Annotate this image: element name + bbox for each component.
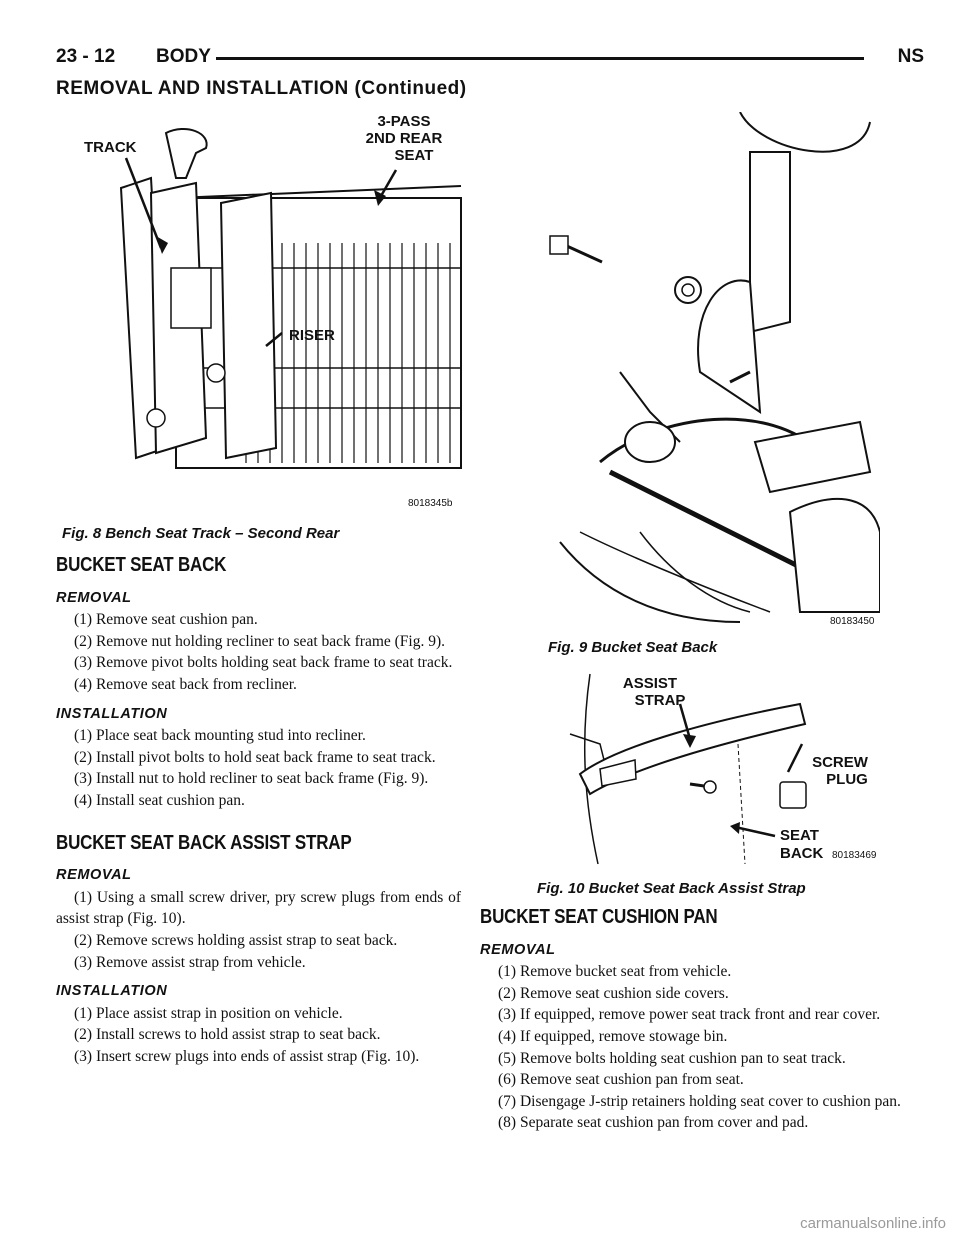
step: (2) Remove seat cushion side covers. xyxy=(498,984,729,1002)
figure-9-id: 80183450 xyxy=(830,616,875,627)
step: (1) Using a small screw driver, pry scre… xyxy=(56,888,461,928)
removal-heading: REMOVAL xyxy=(480,941,556,958)
callout-seat-line3: SEAT xyxy=(395,147,434,164)
callout-seatback-line1: SEAT xyxy=(780,827,819,844)
section-title-assist-strap: BUCKET SEAT BACK ASSIST STRAP xyxy=(56,830,352,854)
step: (3) Remove assist strap from vehicle. xyxy=(74,953,306,971)
figure-9: 80183450 xyxy=(540,112,880,632)
callout-assist-line2: STRAP xyxy=(635,692,686,709)
figure-8-label: Fig. 8 Bench Seat Track – Second Rear xyxy=(62,525,340,542)
step: (8) Separate seat cushion pan from cover… xyxy=(498,1114,809,1132)
step: (3) Install nut to hold recliner to seat… xyxy=(74,770,429,788)
page-number: 23 - 12 xyxy=(56,46,116,67)
figure-10-id: 80183469 xyxy=(832,850,877,861)
step: (1) Remove bucket seat from vehicle. xyxy=(498,963,732,981)
left-column: BUCKET SEAT BACK REMOVAL (1) Remove seat… xyxy=(56,552,461,1067)
callout-seat-line2: 2ND REAR xyxy=(366,130,443,147)
step: (2) Install pivot bolts to hold seat bac… xyxy=(74,748,436,766)
removal-heading: REMOVAL xyxy=(56,867,132,884)
page-header: 23 - 12 BODY NS xyxy=(56,46,924,72)
installation-heading: INSTALLATION xyxy=(56,983,168,1000)
right-column: BUCKET SEAT CUSHION PAN REMOVAL (1) Remo… xyxy=(480,904,904,1134)
step: (2) Remove screws holding assist strap t… xyxy=(74,931,398,949)
step: (2) Install screws to hold assist strap … xyxy=(74,1026,381,1044)
callout-seatback-line2: BACK xyxy=(780,845,823,862)
header-rule xyxy=(216,57,864,60)
figure-8: TRACK 3-PASS 2ND REAR SEAT RISER 8018345… xyxy=(56,108,466,518)
step: (2) Remove nut holding recliner to seat … xyxy=(74,632,446,650)
section-name: BODY xyxy=(156,46,211,67)
installation-heading: INSTALLATION xyxy=(56,705,168,722)
step: (6) Remove seat cushion pan from seat. xyxy=(498,1071,744,1089)
step: (7) Disengage J-strip retainers holding … xyxy=(498,1092,901,1110)
step: (1) Place assist strap in position on ve… xyxy=(74,1004,343,1022)
figure-8-id: 8018345b xyxy=(408,498,453,509)
callout-screw-line2: PLUG xyxy=(826,771,868,788)
figure-9-label: Fig. 9 Bucket Seat Back xyxy=(548,639,718,656)
step: (3) Insert screw plugs into ends of assi… xyxy=(74,1047,420,1065)
bucket-seat-back-illustration: 80183450 xyxy=(549,112,880,627)
removal-heading: REMOVAL xyxy=(56,589,132,606)
step: (5) Remove bolts holding seat cushion pa… xyxy=(498,1049,846,1067)
callout-riser: RISER xyxy=(289,327,335,344)
section-title-bucket-seat-back: BUCKET SEAT BACK xyxy=(56,553,227,576)
callout-screw-line1: SCREW xyxy=(812,754,869,771)
step: (4) If equipped, remove stowage bin. xyxy=(498,1027,728,1045)
callout-seat-line1: 3-PASS xyxy=(377,113,430,130)
step: (4) Remove seat back from recliner. xyxy=(74,675,297,693)
callout-assist-line1: ASSIST xyxy=(623,675,677,692)
step: (1) Remove seat cushion pan. xyxy=(74,611,258,629)
vehicle-code: NS xyxy=(897,46,924,67)
figure-10: ASSIST STRAP SCREW PLUG SEAT BACK 801834… xyxy=(540,664,880,869)
step: (1) Place seat back mounting stud into r… xyxy=(74,727,366,745)
section-title-cushion-pan: BUCKET SEAT CUSHION PAN xyxy=(480,905,718,928)
watermark: carmanualsonline.info xyxy=(800,1215,946,1232)
figure-10-label: Fig. 10 Bucket Seat Back Assist Strap xyxy=(537,880,806,897)
step: (3) Remove pivot bolts holding seat back… xyxy=(74,654,453,672)
callout-track: TRACK xyxy=(84,139,137,156)
step: (4) Install seat cushion pan. xyxy=(74,791,245,809)
assist-strap-illustration: ASSIST STRAP SCREW PLUG SEAT BACK 801834… xyxy=(569,673,877,865)
bench-seat-track-illustration: TRACK 3-PASS 2ND REAR SEAT RISER 8018345… xyxy=(84,113,462,509)
step: (3) If equipped, remove power seat track… xyxy=(498,1006,881,1024)
continued-title: REMOVAL AND INSTALLATION (Continued) xyxy=(56,78,467,99)
